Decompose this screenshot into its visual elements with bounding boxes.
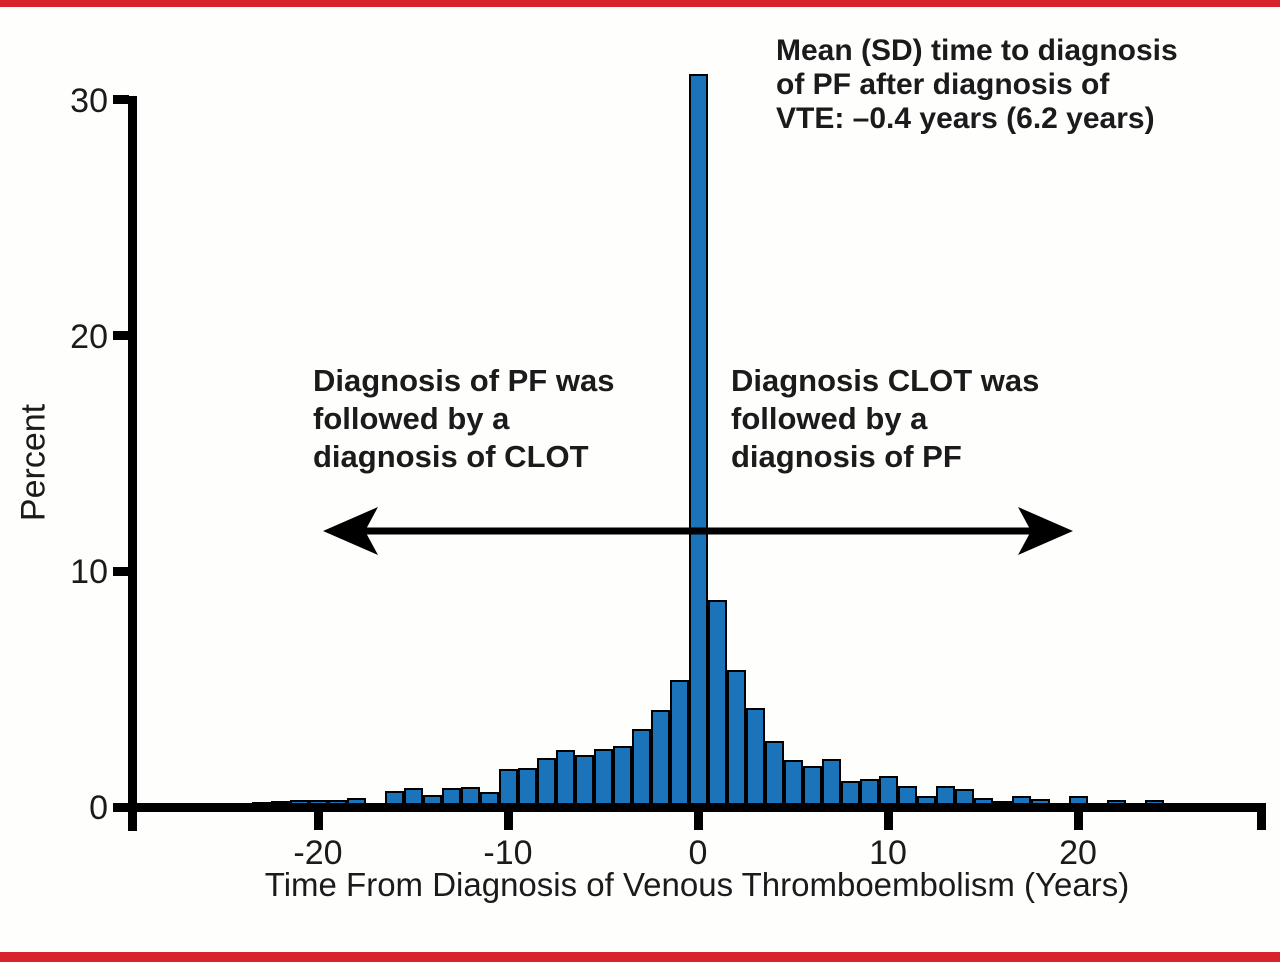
right-annotation: Diagnosis CLOT was followed by a diagnos… (731, 362, 1039, 476)
mean-sd-annotation-line: of PF after diagnosis of (776, 68, 1110, 101)
histogram-bar (688, 74, 708, 809)
y-tick-mark (113, 802, 129, 812)
histogram-bar (612, 746, 632, 809)
y-tick-label: 0 (89, 789, 108, 827)
left-annotation-line: Diagnosis of PF was (313, 363, 615, 398)
y-axis-title: Percent (14, 403, 53, 522)
histogram-bar (593, 749, 613, 809)
histogram-bar (669, 680, 689, 809)
left-annotation-line: followed by a (313, 401, 510, 436)
x-tick-mark (1073, 810, 1083, 830)
right-annotation-line: diagnosis of PF (731, 439, 962, 474)
histogram-bar (574, 755, 594, 809)
mean-sd-annotation-line: VTE: –0.4 years (6.2 years) (776, 102, 1155, 135)
x-tick-label: 0 (688, 834, 708, 872)
histogram-bar (821, 759, 841, 809)
x-tick-mark (313, 810, 323, 830)
x-axis-line (113, 803, 1266, 812)
left-annotation-line: diagnosis of CLOT (313, 439, 589, 474)
histogram-bar (707, 600, 727, 809)
right-arrowhead (1018, 507, 1073, 555)
x-axis-title: Time From Diagnosis of Venous Thromboemb… (264, 866, 1130, 903)
y-axis-line (128, 96, 137, 831)
histogram-bar (726, 670, 746, 809)
mean-sd-annotation: Mean (SD) time to diagnosis of PF after … (776, 34, 1178, 136)
x-tick-mark (503, 810, 513, 830)
y-tick-mark (113, 331, 129, 341)
y-tick-mark (113, 95, 129, 105)
histogram-bar (631, 729, 651, 809)
y-tick-label: 10 (70, 553, 108, 592)
y-tick-mark (113, 566, 129, 576)
right-annotation-line: Diagnosis CLOT was (731, 363, 1040, 398)
left-arrowhead (323, 507, 378, 555)
x-tick-label: 10 (869, 834, 907, 872)
histogram-bar (783, 760, 803, 809)
histogram-bar (555, 750, 575, 809)
right-annotation-line: followed by a (731, 401, 928, 436)
histogram-bar (536, 758, 556, 809)
x-tick-mark (693, 810, 703, 830)
bottom-red-rule (0, 952, 1280, 962)
mean-sd-annotation-line: Mean (SD) time to diagnosis (776, 34, 1178, 67)
y-tick-label: 20 (70, 317, 108, 356)
histogram-bar (745, 708, 765, 809)
left-annotation: Diagnosis of PF was followed by a diagno… (313, 362, 614, 476)
x-tick-label: -20 (293, 834, 343, 872)
histogram-bar (764, 741, 784, 809)
y-tick-label: 30 (70, 81, 108, 120)
histogram-bar (650, 710, 670, 809)
x-tick-mark (883, 810, 893, 830)
top-red-rule (0, 0, 1280, 7)
double-headed-arrow (323, 507, 1073, 555)
x-axis-end-tick (1257, 812, 1266, 830)
x-tick-label: -10 (483, 834, 533, 872)
x-tick-label: 20 (1059, 834, 1097, 872)
